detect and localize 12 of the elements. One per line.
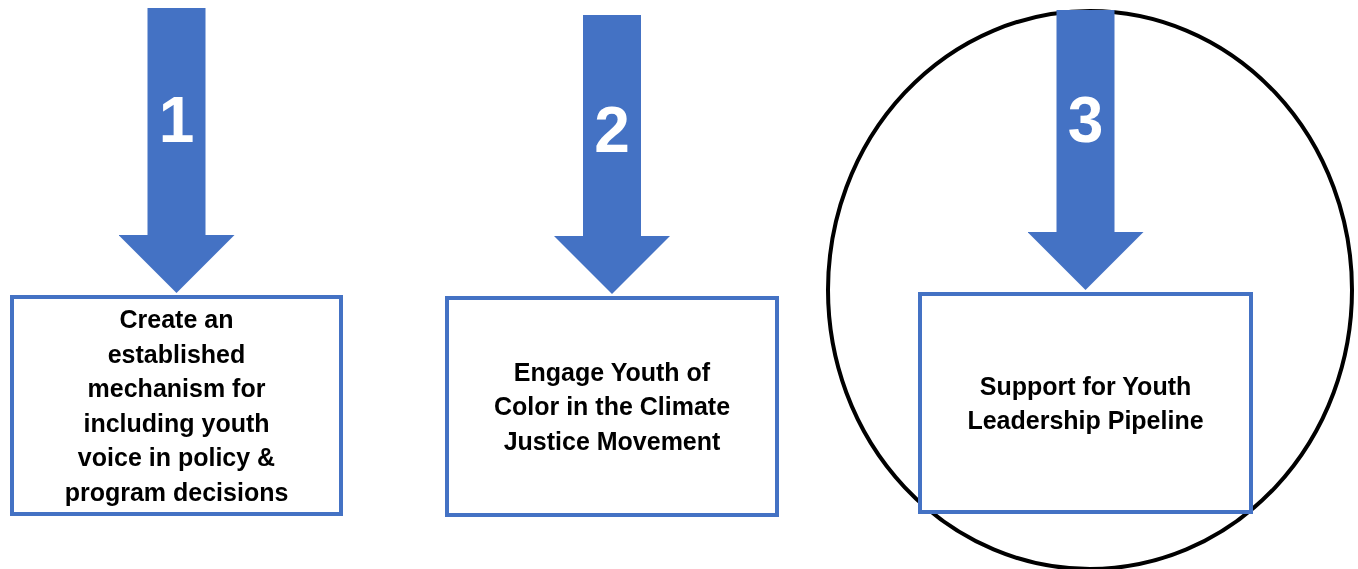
step-number: 1 [158, 88, 195, 152]
step-number: 3 [1067, 88, 1104, 152]
text-box [445, 296, 779, 517]
box-text: Create an established mechanism for including youth voice in policy & program decisions [63, 304, 290, 508]
text-box [10, 295, 343, 516]
block-arrow [554, 15, 670, 294]
box-text: Support for Youth Leadership Pipeline [966, 370, 1205, 436]
box-text: Engage Youth of Color in the Climate Justice Movement [492, 356, 732, 457]
block-arrow [118, 8, 235, 293]
text-box [918, 292, 1253, 514]
block-arrow [1027, 10, 1144, 290]
step-number: 2 [594, 98, 630, 162]
